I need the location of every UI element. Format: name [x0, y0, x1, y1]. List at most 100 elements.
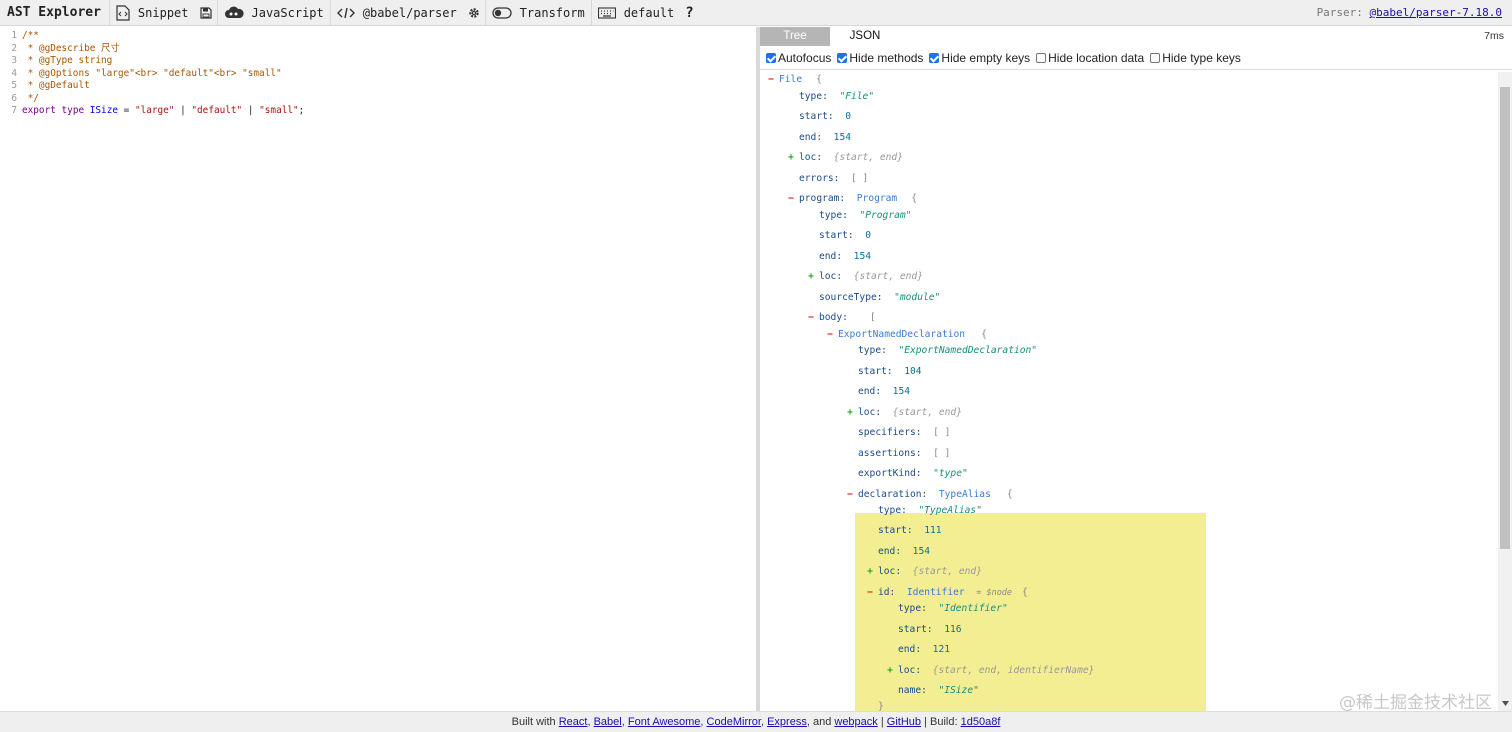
- collapse-icon[interactable]: −: [808, 312, 814, 323]
- prop-value: "File": [839, 91, 875, 102]
- collapse-icon[interactable]: −: [788, 193, 794, 204]
- brace: {: [1006, 489, 1013, 500]
- expand-icon[interactable]: +: [887, 665, 893, 676]
- prop-value: 154: [892, 386, 910, 397]
- hide-type-keys-checkbox[interactable]: [1150, 52, 1161, 63]
- expand-icon[interactable]: +: [808, 271, 814, 282]
- brace: {: [911, 193, 917, 204]
- gear-icon: [468, 7, 480, 19]
- expand-icon[interactable]: +: [847, 407, 853, 418]
- prop-value: [ ]: [851, 173, 869, 184]
- hide-empty-keys-checkbox[interactable]: [929, 52, 940, 63]
- hide-methods-checkbox[interactable]: [837, 52, 848, 63]
- footer-link-codemirror[interactable]: CodeMirror: [706, 716, 761, 728]
- prop-value: {start, end}: [853, 271, 923, 282]
- option-hide-location-data[interactable]: Hide location data: [1036, 51, 1144, 65]
- code-line[interactable]: 5 * @gDefault: [0, 80, 756, 93]
- option-hide-type-keys[interactable]: Hide type keys: [1150, 51, 1241, 65]
- collapse-icon[interactable]: −: [768, 74, 774, 85]
- tree-prop: errors: [ ]: [799, 172, 868, 186]
- prop-value: "module": [894, 292, 941, 303]
- option-label: Hide type keys: [1162, 50, 1241, 65]
- prop-value: {start, end}: [892, 407, 962, 418]
- line-number: 5: [11, 80, 17, 91]
- prop-value: {start, end, identifierName}: [932, 665, 1095, 676]
- line-number: 7: [11, 105, 17, 116]
- footer-link-font-awesome[interactable]: Font Awesome: [627, 716, 701, 728]
- transform-toggle[interactable]: Transform: [484, 0, 591, 26]
- option-autofocus[interactable]: Autofocus: [766, 51, 831, 65]
- parser-selector[interactable]: @babel/parser: [329, 0, 463, 26]
- line-number: 1: [11, 30, 17, 41]
- tree-node-program[interactable]: −program: Program{: [786, 192, 917, 206]
- tree-prop: start: 0: [819, 229, 871, 243]
- expand-icon[interactable]: +: [867, 566, 873, 577]
- save-button[interactable]: [195, 0, 217, 26]
- line-text: * @gDefault: [22, 80, 90, 91]
- tree-node-loc[interactable]: +loc: {start, end}: [786, 151, 903, 165]
- prop-value: {start, end}: [912, 566, 982, 577]
- hide-location-data-checkbox[interactable]: [1036, 52, 1047, 63]
- tree-node-loc[interactable]: + loc: {start, end, identifierName}: [885, 664, 1094, 678]
- collapse-icon[interactable]: −: [867, 587, 873, 598]
- node-type: TypeAlias: [938, 489, 991, 500]
- snippet-button[interactable]: Snippet: [108, 0, 195, 26]
- line-text: */: [22, 92, 39, 104]
- prop-value: 0: [865, 230, 871, 241]
- code-line[interactable]: 6 */: [0, 93, 756, 106]
- expand-icon[interactable]: +: [788, 152, 794, 163]
- keymap-selector[interactable]: default: [590, 0, 681, 26]
- toolbar: AST Explorer Snippet JavaScript @babel/p…: [0, 0, 1512, 26]
- parser-settings-button[interactable]: [463, 0, 485, 26]
- collapse-icon[interactable]: −: [827, 329, 833, 340]
- language-selector[interactable]: JavaScript: [216, 0, 330, 26]
- footer-link-react[interactable]: React: [558, 716, 588, 728]
- panel-divider[interactable]: [756, 27, 760, 711]
- option-hide-methods[interactable]: Hide methods: [837, 51, 923, 65]
- footer-link-express[interactable]: Express: [767, 716, 807, 728]
- code-line[interactable]: 3 * @gType string: [0, 55, 756, 68]
- collapse-icon[interactable]: −: [847, 489, 853, 500]
- prop-key: loc:: [898, 665, 922, 676]
- tree-node-export[interactable]: −ExportNamedDeclaration{: [825, 328, 987, 342]
- option-hide-empty-keys[interactable]: Hide empty keys: [929, 51, 1030, 65]
- scroll-down-arrow[interactable]: [1498, 697, 1512, 709]
- prop-key: start:: [858, 366, 893, 377]
- code-line[interactable]: 4 * @gOptions "large"<br> "default"<br> …: [0, 68, 756, 81]
- and-label: and: [812, 716, 832, 728]
- tree-node-loc[interactable]: +loc: {start, end}: [806, 270, 923, 284]
- tree-node-loc[interactable]: +loc: {start, end}: [845, 406, 962, 420]
- footer-link-github[interactable]: GitHub: [886, 716, 922, 728]
- footer-link-babel[interactable]: Babel: [593, 716, 622, 728]
- tree-node-loc[interactable]: +loc: {start, end}: [865, 565, 982, 579]
- footer-link-webpack[interactable]: webpack: [834, 716, 878, 728]
- prop-key: end:: [878, 546, 902, 557]
- code-line[interactable]: 1 /**: [0, 30, 756, 43]
- parser-version-link[interactable]: @babel/parser-7.18.0: [1369, 6, 1502, 19]
- help-button[interactable]: ?: [680, 0, 698, 26]
- tree-prop: exportKind: "type": [858, 467, 968, 481]
- question-icon: ?: [685, 4, 694, 21]
- autofocus-checkbox[interactable]: [766, 52, 776, 63]
- tab-json[interactable]: JSON: [849, 30, 881, 42]
- tree-prop: sourceType: "module": [819, 291, 940, 305]
- line-text: /**: [22, 30, 39, 41]
- brace: {: [1022, 587, 1028, 598]
- prop-key: specifiers:: [858, 427, 922, 438]
- build-hash-link[interactable]: 1d50a8f: [960, 716, 1001, 728]
- tree-node-declaration[interactable]: −declaration: TypeAlias{: [845, 488, 1013, 502]
- output-panel: Tree JSON 7ms Autofocus Hide methods Hid…: [760, 27, 1512, 711]
- tree-node-id[interactable]: −id: Identifier = $node{: [865, 586, 1028, 600]
- prop-value: 121: [932, 644, 950, 655]
- prop-key: body:: [819, 312, 848, 323]
- scrollbar-thumb[interactable]: [1500, 87, 1510, 549]
- tab-tree[interactable]: Tree: [760, 27, 830, 46]
- tree-node-body[interactable]: −body:[: [806, 311, 876, 325]
- prop-key: start:: [898, 624, 933, 635]
- prop-value: 116: [944, 624, 962, 635]
- tree-node-file[interactable]: −File{: [766, 73, 822, 87]
- code-line[interactable]: 2 * @gDescribe 尺寸: [0, 43, 756, 56]
